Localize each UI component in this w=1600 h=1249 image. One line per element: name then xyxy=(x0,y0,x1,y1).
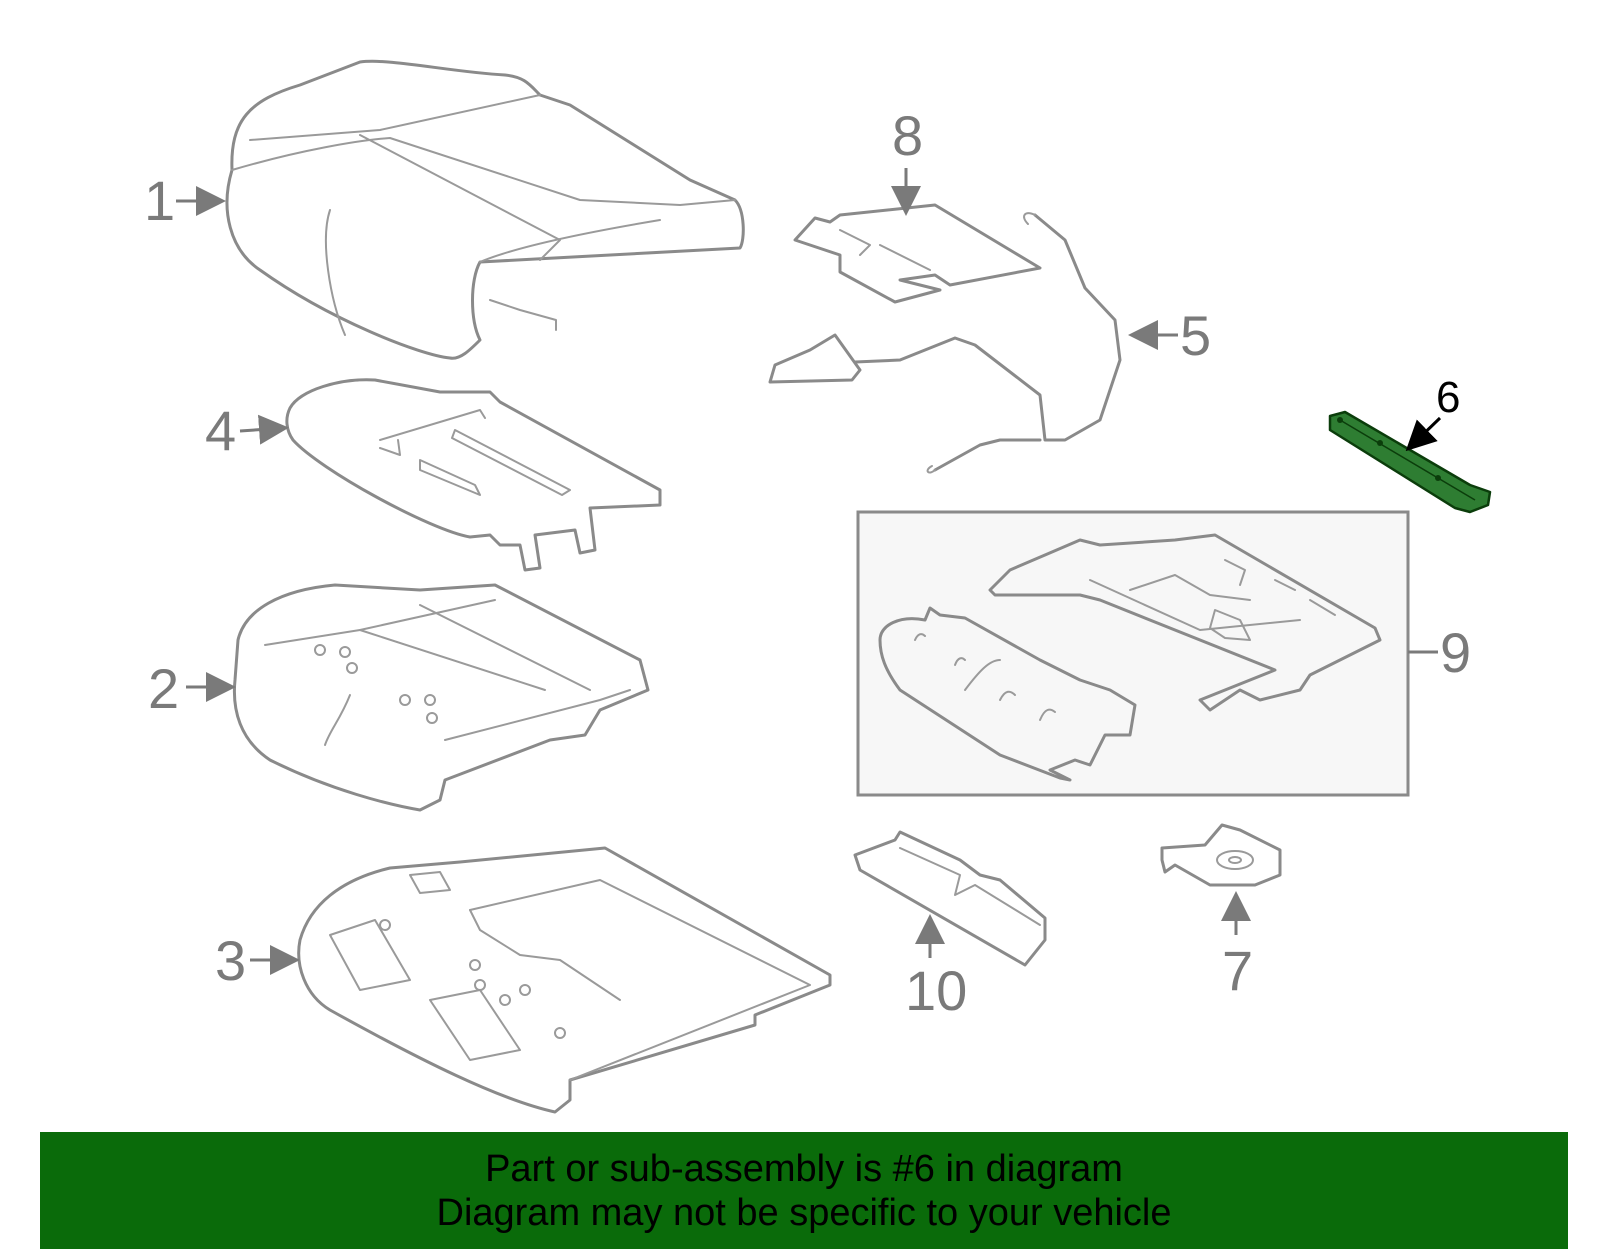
callout-2-label: 2 xyxy=(148,657,179,720)
callout-6: 6 xyxy=(1405,373,1460,452)
callout-4-label: 4 xyxy=(205,399,236,462)
callout-5: 5 xyxy=(1128,304,1211,367)
callout-9: 9 xyxy=(1408,621,1471,684)
banner-line-part: Part or sub-assembly is #6 in diagram xyxy=(485,1147,1123,1190)
callout-6-label: 6 xyxy=(1436,373,1460,422)
callout-1-label: 1 xyxy=(144,169,175,232)
part-9-track-assembly xyxy=(856,510,1410,797)
callout-2: 2 xyxy=(148,657,236,720)
callout-7: 7 xyxy=(1221,891,1253,1002)
info-banner: Part or sub-assembly is #6 in diagram Di… xyxy=(40,1132,1568,1249)
callout-9-label: 9 xyxy=(1440,621,1471,684)
part-5-wire-harness xyxy=(768,212,1122,474)
callout-3: 3 xyxy=(215,929,300,992)
callout-8: 8 xyxy=(891,104,923,216)
callout-8-label: 8 xyxy=(892,104,923,167)
part-6-rail-highlighted xyxy=(1328,410,1492,514)
part-7-mount-bracket xyxy=(1160,823,1282,887)
callout-5-label: 5 xyxy=(1180,304,1211,367)
callout-4: 4 xyxy=(205,399,289,462)
callout-10-label: 10 xyxy=(905,959,967,1022)
part-8-sensor-pad xyxy=(793,203,1042,304)
part-4-seat-pad xyxy=(285,378,662,572)
callout-3-label: 3 xyxy=(215,929,246,992)
callout-1: 1 xyxy=(144,169,226,232)
part-10-bracket xyxy=(853,830,1047,967)
callout-10: 10 xyxy=(905,914,967,1022)
part-1-seat-cover xyxy=(225,59,745,360)
part-3-seat-frame xyxy=(297,846,832,1114)
part-2-seat-cushion xyxy=(232,583,650,812)
banner-line-disclaimer: Diagram may not be specific to your vehi… xyxy=(436,1191,1172,1234)
callout-7-label: 7 xyxy=(1222,939,1253,1002)
